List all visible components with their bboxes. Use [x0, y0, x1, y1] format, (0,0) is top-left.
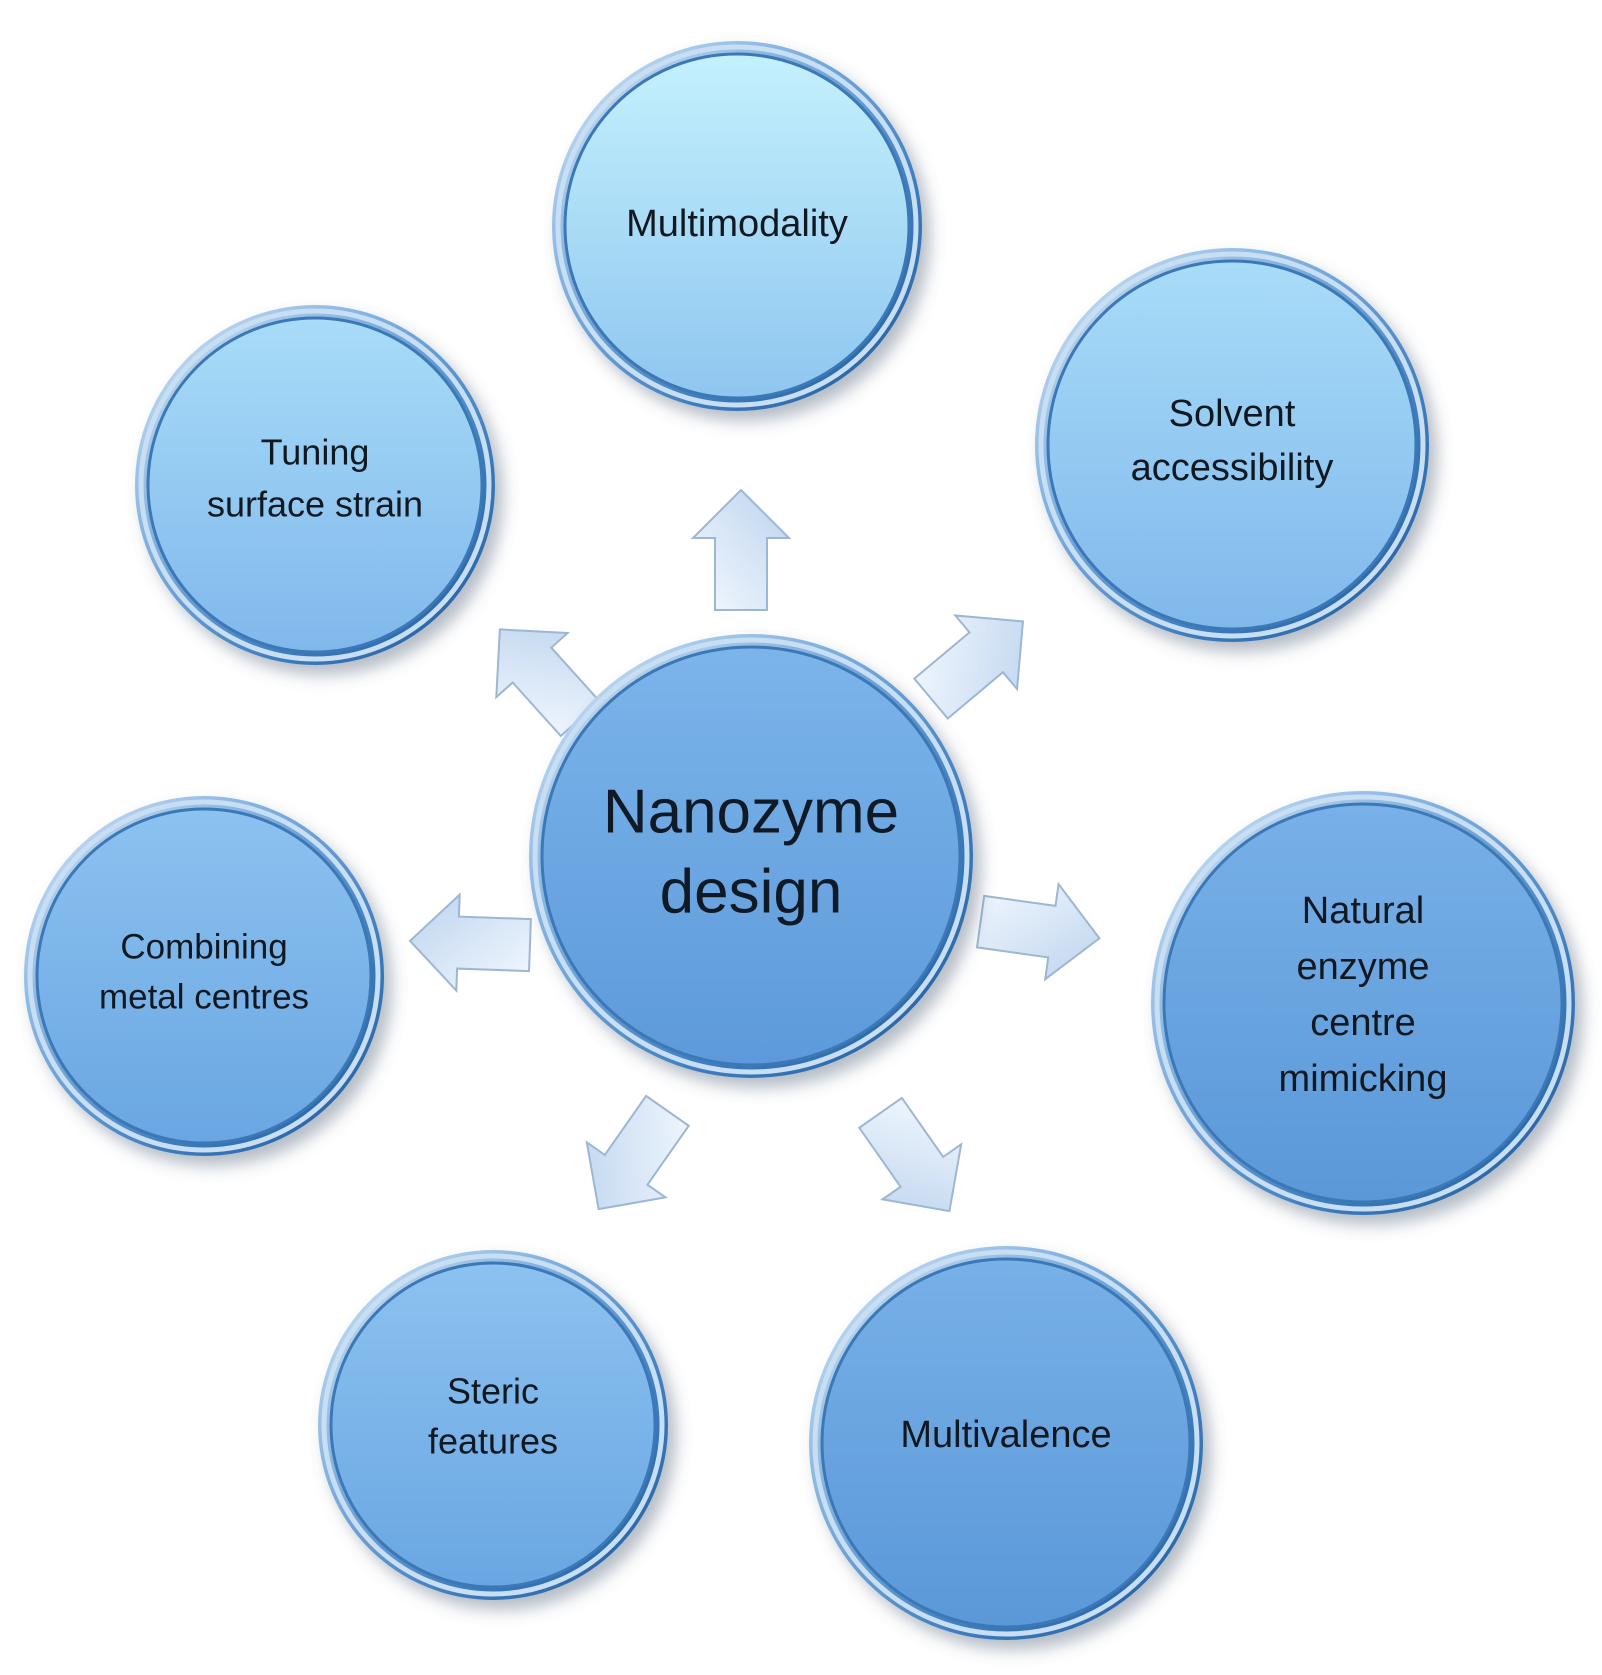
node-multimodality: Multimodality	[552, 41, 922, 411]
node-natural-enzyme-centre-mimicking-face	[1162, 802, 1564, 1204]
node-natural-enzyme-centre-mimicking-rim	[1154, 794, 1572, 1212]
node-tuning-surface-strain-face	[146, 316, 484, 654]
node-multimodality-label-line-1: Multimodality	[626, 203, 848, 245]
node-solvent-accessibility-label-line-1: Solvent	[1169, 393, 1296, 435]
node-combining-metal-centres-rim	[27, 799, 381, 1153]
node-steric-features: Steric features	[318, 1250, 668, 1600]
node-tuning-surface-strain: Tuning surface strain	[135, 305, 495, 665]
center-node-label-line-1: Nanozyme	[603, 777, 899, 846]
center-node-nanozyme-design: Nanozyme design	[529, 634, 973, 1078]
node-solvent-accessibility-face	[1046, 259, 1418, 631]
node-multivalence: Multivalence	[809, 1246, 1203, 1640]
node-multivalence-face	[820, 1257, 1192, 1629]
node-multimodality-rim	[555, 44, 919, 408]
node-combining-metal-centres-label-line-2: metal centres	[99, 977, 309, 1016]
arrow-to-multivalence	[857, 1096, 963, 1213]
arrows-group	[408, 488, 1101, 1213]
node-tuning-surface-strain-label-line-1: Tuning	[261, 432, 370, 473]
node-natural-enzyme-centre-mimicking-label-line-3: centre	[1310, 1002, 1416, 1044]
node-natural-enzyme-centre-mimicking: Natural enzyme centre mimicking	[1151, 791, 1575, 1215]
arrow-to-solvent-accessibility	[912, 614, 1025, 720]
node-natural-enzyme-centre-mimicking-label-line-4: mimicking	[1279, 1058, 1448, 1100]
arrow-to-steric-features	[585, 1094, 691, 1211]
node-tuning-surface-strain-label-line-2: surface strain	[207, 484, 423, 525]
node-steric-features-face	[329, 1261, 657, 1589]
node-steric-features-label-line-1: Steric	[447, 1371, 539, 1412]
node-combining-metal-centres-face	[35, 807, 373, 1145]
node-combining-metal-centres-label-line-1: Combining	[120, 927, 287, 966]
arrow-to-tuning-surface-strain	[495, 628, 601, 738]
node-multivalence-label-line-1: Multivalence	[900, 1414, 1111, 1456]
center-node-group: Nanozyme design	[529, 634, 973, 1078]
center-node-nanozyme-design-face	[540, 645, 962, 1067]
node-solvent-accessibility-rim	[1038, 251, 1426, 639]
arrow-to-combining-metal-centres	[408, 892, 532, 993]
node-steric-features-rim	[321, 1253, 665, 1597]
node-natural-enzyme-centre-mimicking-label-line-2: enzyme	[1296, 946, 1429, 988]
arrow-to-multimodality	[690, 488, 792, 611]
node-combining-metal-centres: Combining metal centres	[24, 796, 384, 1156]
node-natural-enzyme-centre-mimicking-label-line-1: Natural	[1302, 890, 1425, 932]
arrow-to-natural-enzyme-centre-mimicking	[975, 881, 1101, 982]
node-steric-features-label-line-2: features	[428, 1421, 558, 1462]
node-tuning-surface-strain-rim	[138, 308, 492, 662]
center-node-nanozyme-design-rim	[532, 637, 970, 1075]
node-multivalence-rim	[812, 1249, 1200, 1637]
node-solvent-accessibility-label-line-2: accessibility	[1131, 447, 1334, 489]
node-solvent-accessibility: Solvent accessibility	[1035, 248, 1429, 642]
center-node-label-line-2: design	[660, 857, 843, 926]
node-multimodality-face	[563, 52, 911, 400]
